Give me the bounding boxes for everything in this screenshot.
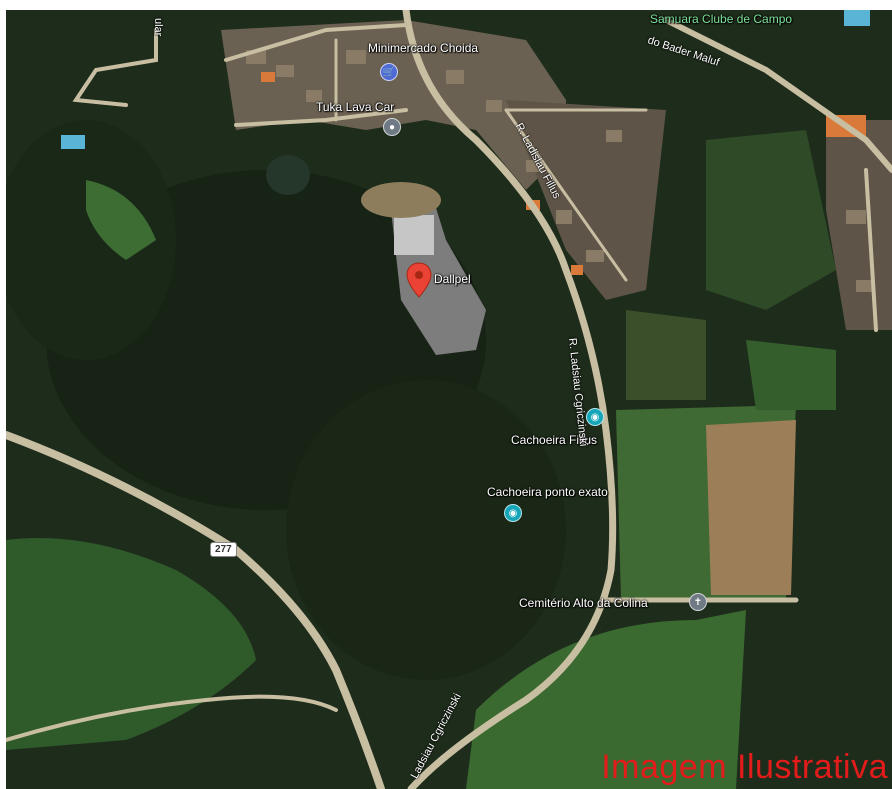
map-pin-icon[interactable]: ● bbox=[383, 118, 401, 136]
route-277-shield: 277 bbox=[210, 542, 237, 557]
place-label-cemiterio[interactable]: Cemitério Alto da Colina bbox=[519, 596, 648, 610]
satellite-map[interactable]: Samuara Clube de Campo 🛒 Minimercado Cho… bbox=[6, 10, 892, 789]
satellite-terrain bbox=[6, 10, 892, 789]
camera-icon[interactable]: ◉ bbox=[504, 504, 522, 522]
shopping-cart-icon[interactable]: 🛒 bbox=[380, 63, 398, 81]
place-label-minimercado[interactable]: Minimercado Choida bbox=[368, 41, 479, 55]
place-label-cachoeira-ponto[interactable]: Cachoeira ponto exato bbox=[487, 485, 608, 499]
cemetery-icon[interactable]: ✝ bbox=[689, 593, 707, 611]
road-label-top-left: ular bbox=[152, 18, 164, 37]
red-location-pin-icon[interactable] bbox=[406, 262, 432, 298]
place-label-dallpel[interactable]: Dallpel bbox=[434, 272, 471, 286]
place-label-cachoeira-fillus[interactable]: Cachoeira Fillus bbox=[511, 433, 598, 447]
watermark-text: Imagem Ilustrativa bbox=[601, 748, 888, 786]
place-label-tuka[interactable]: Tuka Lava Car bbox=[316, 100, 395, 114]
camera-icon[interactable]: ◉ bbox=[586, 408, 604, 426]
place-label-samuara[interactable]: Samuara Clube de Campo bbox=[650, 12, 793, 26]
